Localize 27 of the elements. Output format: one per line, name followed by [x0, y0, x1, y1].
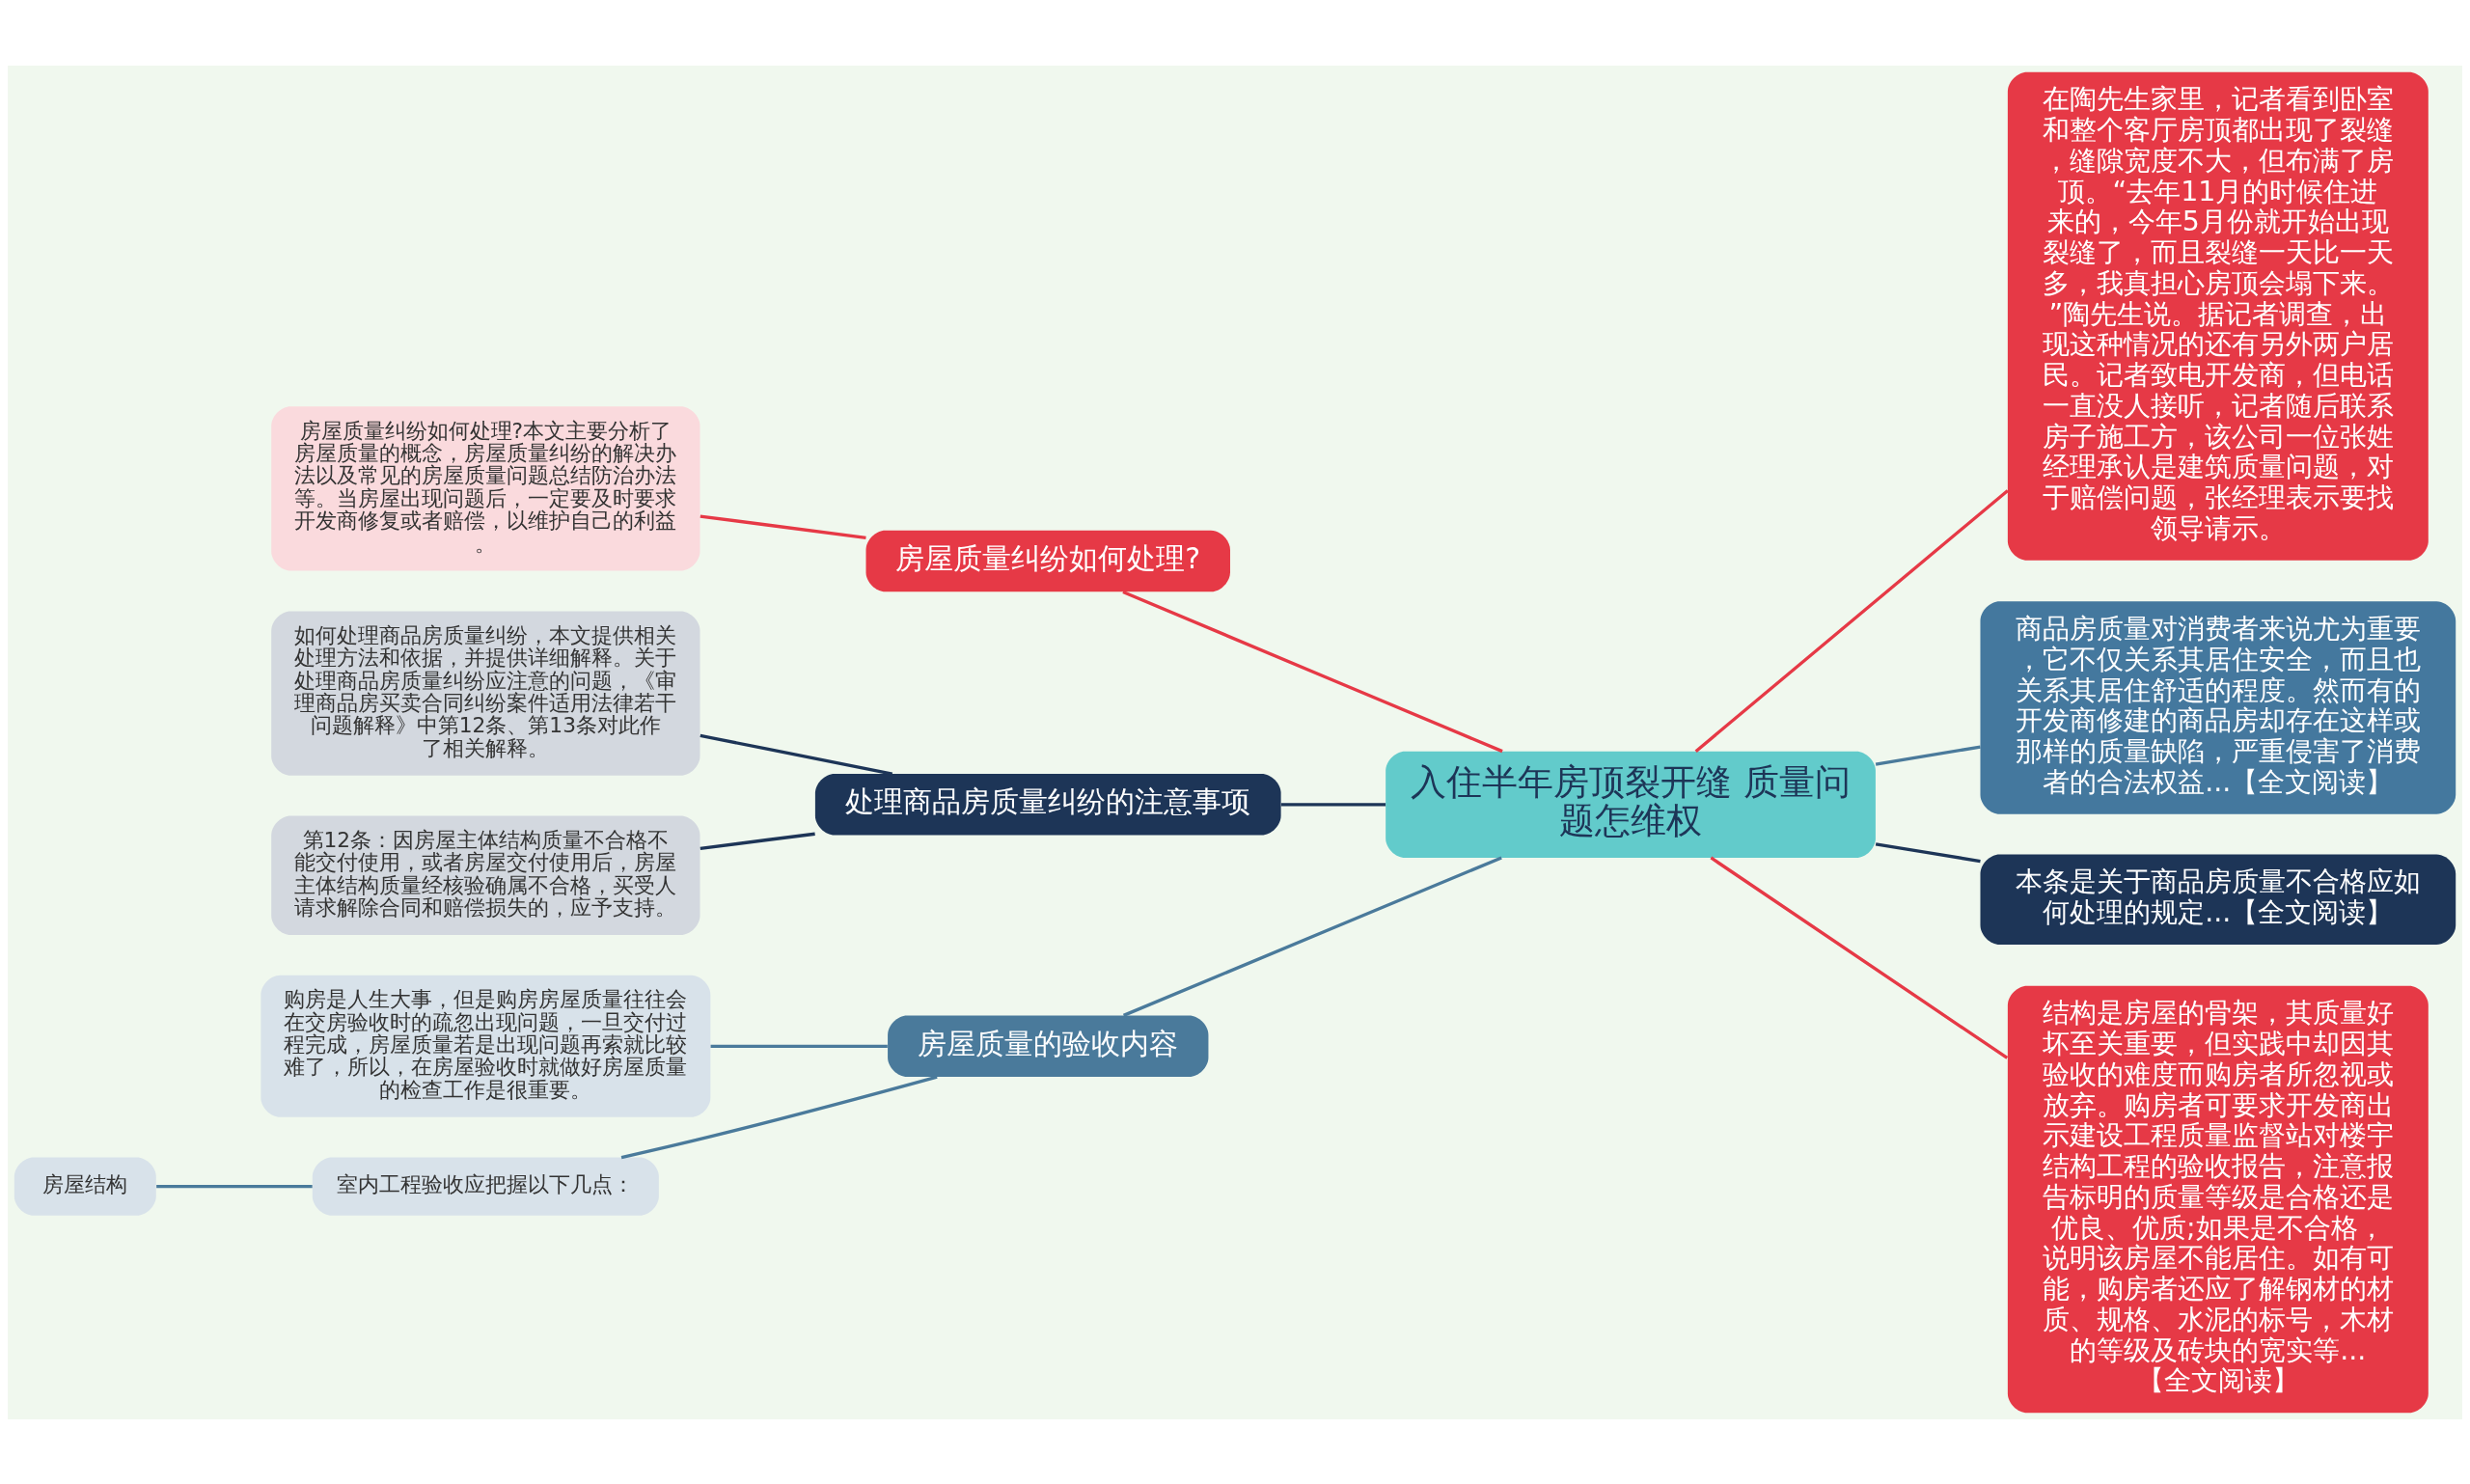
connector [1122, 855, 1502, 1017]
node-box: 在陶先生家里，记者看到卧室和整个客厅房顶都出现了裂缝，缝隙宽度不大，但布满了房顶。“去年11月的时候住进来的，今年5月份就开始出现裂缝了，而且裂缝一天比一天多，我真担心房顶会塌下来。”陶先生说。据记者调查，出现这种情况的还有另外两户居民。记者致电开发商，但电话一直没人接听，记者随后联系房子施工方，该公司一位张姓经理承认是建筑质量问题，对于赔偿问题，张经理表示要找领导请示。 [2007, 71, 2429, 561]
connector [1122, 590, 1503, 753]
node-box: 房屋结构 [14, 1157, 156, 1216]
connector [1694, 488, 2009, 753]
node-box: 房屋质量纠纷如何处理?本文主要分析了房屋质量的概念，房屋质量纠纷的解决办法以及常见的房屋质量问题总结防治办法等。当房屋出现问题后，一定要及时要求开发商修复或者赔偿，以维护自己的利益。 [271, 405, 700, 571]
node-box: 处理商品房质量纠纷的注意事项 [814, 773, 1281, 836]
node-box: 室内工程验收应把握以下几点： [312, 1157, 659, 1216]
node-box: 购房是人生大事，但是购房房屋质量往往会在交房验收时的疏忽出现问题，一旦交付过程完成，房屋质量若是出现问题再索就比较难了，所以，在房屋验收时就做好房屋质量的检查工作是很重要。 [261, 975, 711, 1117]
node-box: 本条是关于商品房质量不合格应如何处理的规定...【全文阅读】 [1980, 854, 2456, 945]
connector [700, 733, 893, 776]
connector [700, 513, 866, 539]
connector [700, 832, 815, 850]
connector [1710, 856, 2009, 1059]
connector [620, 1074, 938, 1159]
connector [1875, 744, 1981, 766]
connector [1875, 841, 1981, 863]
node-box: 如何处理商品房质量纠纷，本文提供相关处理方法和依据，并提供详细解释。关于处理商品房质量纠纷应注意的问题，《审理商品房买卖合同纠纷案件适用法律若干问题解释》中第12条、第13条对此作了相关解释。 [271, 610, 700, 776]
connector [1280, 802, 1386, 806]
node-box: 商品房质量对消费者来说尤为重要，它不仅关系其居住安全，而且也关系其居住舒适的程度。然而有的开发商修建的商品房却存在这样或那样的质量缺陷，严重侵害了消费者的合法权益...【全文阅读】 [1980, 600, 2456, 814]
node-box: 第12条：因房屋主体结构质量不合格不能交付使用，或者房屋交付使用后，房屋主体结构质量经核验确属不合格，买受人请求解除合同和赔偿损失的，应予支持。 [271, 815, 700, 935]
node-box: 房屋质量纠纷如何处理? [865, 530, 1230, 591]
connector [710, 1044, 888, 1048]
node-box: 结构是房屋的骨架，其质量好坏至关重要，但实践中却因其验收的难度而购房者所忽视或放弃。购房者可要求开发商出示建设工程质量监督站对楼宇结构工程的验收报告，注意报告标明的质量等级是合格还是优良、优质;如果是不合格，说明该房屋不能居住。如有可能，购房者还应了解钢材的材质、规格、水泥的标号，木材的等级及砖块的宽实等...【全文阅读】 [2007, 985, 2429, 1413]
node-box: 房屋质量的验收内容 [888, 1015, 1209, 1077]
connector [156, 1184, 313, 1188]
node-box: 入住半年房顶裂开缝 质量问题怎维权 [1386, 751, 1876, 858]
